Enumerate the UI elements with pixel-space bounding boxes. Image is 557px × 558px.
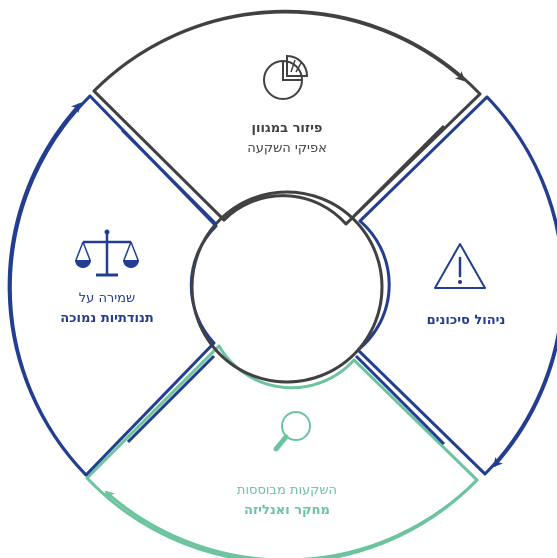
separator-bottom-left <box>126 354 216 444</box>
arrow-top-to-right <box>92 10 466 93</box>
segment-top-title: פיזור במגוון <box>252 121 323 136</box>
segment-top-subtitle: אפיקי השקעה <box>247 141 327 156</box>
segment-left-title: שמירה על <box>79 291 135 306</box>
separator-top-right <box>352 124 446 218</box>
segment-left-outline <box>8 94 218 477</box>
separator-bottom-right <box>354 354 446 446</box>
segment-bottom-title: השקעות מבוססות <box>237 483 337 498</box>
segment-top: פיזור במגוון אפיקי השקעה <box>92 9 482 226</box>
segment-right-title: ניהול סיכונים <box>427 313 506 328</box>
arrow-right-to-bottom <box>485 95 557 468</box>
segment-right: ניהול סיכונים <box>356 95 557 476</box>
scales-icon <box>75 229 139 277</box>
warning-triangle-icon <box>434 243 486 289</box>
segment-left: שמירה על תנודתיות נמוכה <box>7 94 218 477</box>
arrow-bottom-to-left <box>104 478 479 558</box>
segment-left-subtitle: תנודתיות נמוכה <box>60 311 154 326</box>
separator-top-left <box>120 128 218 226</box>
pie-chart-icon <box>263 54 309 100</box>
segment-bottom-subtitle: מחקר ואנליזה <box>244 503 330 518</box>
segment-right-outline <box>356 95 557 476</box>
arrow-left-to-top <box>7 102 88 477</box>
center-hub <box>190 190 384 384</box>
segment-bottom: השקעות מבוססות מחקר ואנליזה <box>85 344 479 558</box>
magnifier-icon <box>273 411 311 452</box>
